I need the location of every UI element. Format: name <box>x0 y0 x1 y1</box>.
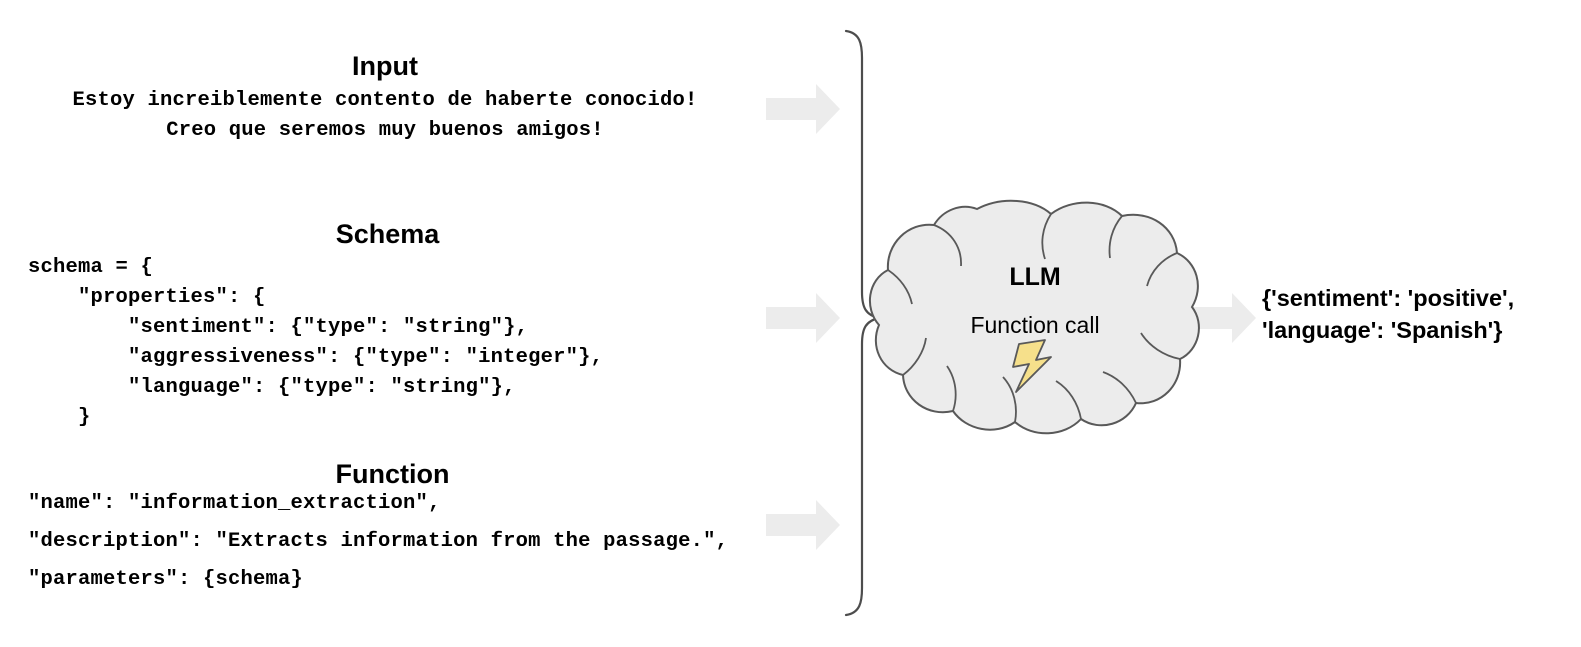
input-heading: Input <box>352 51 418 81</box>
schema-code-block: schema = { "properties": { "sentiment": … <box>28 256 604 429</box>
arrow-right-icon-output <box>1192 293 1256 343</box>
llm-title: LLM <box>1009 263 1061 291</box>
function-line-description: "description": "Extracts information fro… <box>28 530 729 553</box>
input-text-block: Estoy increiblemente contento de haberte… <box>0 86 770 146</box>
function-line-parameters: "parameters": {schema} <box>28 568 304 591</box>
arrow-right-icon-schema <box>766 293 840 343</box>
arrow-right-icon-function <box>766 500 840 550</box>
llm-subtitle: Function call <box>970 312 1100 338</box>
input-line-2: Creo que seremos muy buenos amigos! <box>166 119 604 142</box>
arrow-right-icon-input <box>766 84 840 134</box>
llm-cloud-shape <box>868 199 1200 435</box>
function-line-name: "name": "information_extraction", <box>28 492 441 515</box>
function-code-block: "name": "information_extraction", "descr… <box>28 492 728 606</box>
input-line-1: Estoy increiblemente contento de haberte… <box>72 89 698 112</box>
grouping-brace <box>844 29 881 617</box>
schema-heading: Schema <box>335 219 440 249</box>
lightning-bolt-icon <box>1012 339 1052 393</box>
function-heading: Function <box>335 459 450 489</box>
output-text: {'sentiment': 'positive', 'language': 'S… <box>1262 285 1515 343</box>
